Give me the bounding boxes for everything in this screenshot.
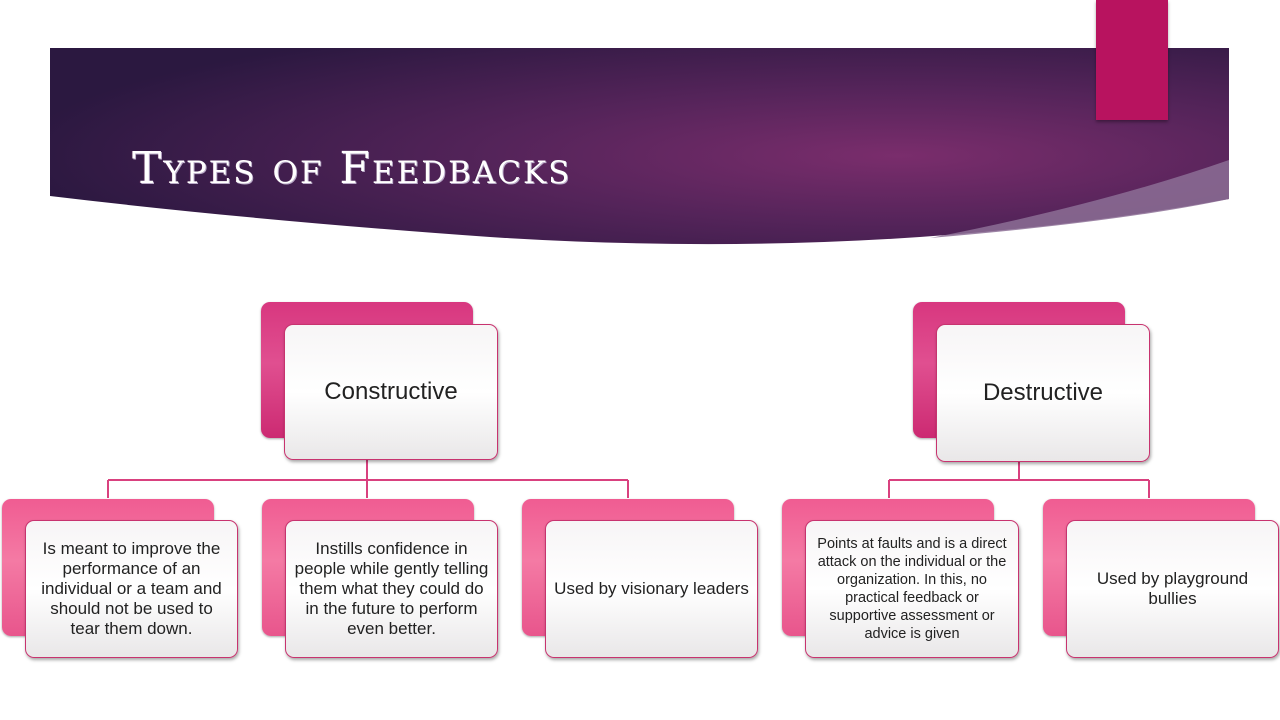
- title-banner: [50, 48, 1229, 245]
- constructive-child-2: Instills confidence in people while gent…: [285, 520, 498, 658]
- accent-bar: [1096, 0, 1168, 120]
- destructive-child-2: Used by playground bullies: [1066, 520, 1279, 658]
- constructive-node: Constructive: [284, 324, 498, 460]
- destructive-node: Destructive: [936, 324, 1150, 462]
- slide-title: Types of Feedbacks: [132, 143, 572, 195]
- destructive-child-1: Points at faults and is a direct attack …: [805, 520, 1019, 658]
- constructive-child-1: Is meant to improve the performance of a…: [25, 520, 238, 658]
- constructive-child-3: Used by visionary leaders: [545, 520, 758, 658]
